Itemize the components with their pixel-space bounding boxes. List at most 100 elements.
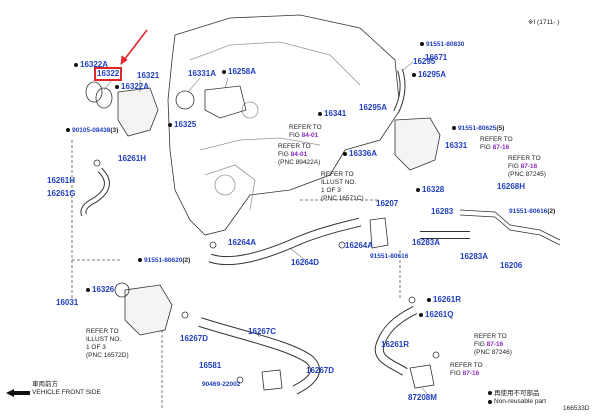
gasket-16331A [175,90,195,110]
thermostat-16322 [95,87,113,109]
label-16283A-a: 16283A [412,238,441,247]
label-16322A-mid: 16322A [115,83,149,91]
fig-link[interactable]: 87-16 [486,341,504,349]
label-16261H-b: 16261H [47,176,76,185]
label-16264A-b: 16264A [345,241,374,250]
label-16295A-top: 16295A [412,71,446,79]
label-16261G: 16261G [47,189,76,198]
leader-16322 [103,79,113,91]
label-91551-80625: 91551-80625(5) [452,125,504,133]
outlet-16331-shape [394,117,441,171]
fig-link[interactable]: 87-16 [462,370,480,378]
refer-to-84-01-pnc: REFER TO FIG 84-01 (PNC 89422A) [278,143,321,167]
engine-detail-3 [204,164,256,211]
fig-link[interactable]: 87-16 [520,163,538,171]
nonreuse-dot-icon [168,122,172,127]
leader-16267C [254,331,261,338]
label-16326: 16326 [86,286,114,294]
label-16336A: 16336A [343,150,377,158]
engine-detail-1 [189,41,361,86]
label-90105-08438: 90105-08438(3) [66,127,118,135]
label-16267D-a: 16267D [180,334,209,343]
engine-block-outline [167,14,401,236]
refer-to-87-16-a: REFER TO FIG 87-16 [480,136,513,152]
label-16341: 16341 [318,110,346,118]
label-16206: 16206 [500,261,523,270]
vehicle-front-legend: 車両前方 VEHICLE FRONT SIDE [32,381,101,397]
pipe-16206-shape-2 [459,214,561,246]
label-16322: 16322 [93,67,123,81]
fig-link[interactable]: 84-01 [290,151,308,159]
refer-to-87-16-b: REFER TO FIG 87-16 [450,362,483,378]
front-arrow-icon [6,389,30,397]
clamp-1 [93,159,101,167]
fig-link[interactable]: 84-01 [301,132,319,140]
clamp-7 [236,376,244,384]
nonreuse-legend: 再使用不可部品 Non-reusable part [488,390,546,407]
label-16325: 16325 [168,121,196,129]
hose-16267C-inner [198,318,319,394]
nonreuse-dot-icon [74,62,78,67]
nonreuse-dot-icon [412,72,416,77]
engine-detail-2 [199,137,321,151]
label-16321: 16321 [137,71,160,80]
refer-to-illust-16571C: REFER TO ILLUST NO. 1 OF 3 (PNC 16571C) [321,171,364,203]
nonreuse-dot-icon [222,69,226,74]
label-16261R-b: 16261R [381,340,410,349]
label-16295A-mid: 16295A [359,103,388,112]
label-91551-80616-center: 91551-80616 [370,253,409,260]
housing-16321-shape [117,87,159,137]
header-code: ※I (1711- ) [528,19,560,26]
fig-link[interactable]: 87-16 [492,144,510,152]
valve-87208M-shape [409,364,435,389]
gasket-16322A [85,81,103,103]
label-16322A-top: 16322A [74,61,108,69]
clamp-5 [408,296,416,304]
leader-16258A [224,77,229,89]
leader-16295 [402,61,414,71]
hose-16295-inner [394,69,405,113]
nonreuse-dot-icon [66,128,70,133]
label-16283: 16283 [431,207,454,216]
label-16267D-b: 16267D [306,366,335,375]
hose-16261Q-inner [375,306,417,375]
label-16207: 16207 [376,199,399,208]
label-16581: 16581 [199,361,222,370]
nonreuse-dot-icon [452,126,456,131]
nonreuse-dot-icon [427,297,431,302]
refer-to-87-16-pnc87246: REFER TO FIG 87-16 (PNC 87246) [474,333,512,357]
label-16268H: 16268H [497,182,526,191]
label-16671: 16671 [425,53,448,62]
label-87208M: 87208M [408,393,437,402]
nonreuse-dot-icon [416,187,420,192]
nonreuse-dot-icon [343,151,347,156]
label-16031: 16031 [56,298,79,307]
bracket-16207-shape [369,217,389,249]
leader-87208M [421,387,429,396]
refer-to-87-16-pnc87245: REFER TO FIG 87-16 (PNC 87245) [508,155,546,179]
housing-16258A-shape [204,85,247,119]
leader-16331A [187,77,201,93]
leader-16264D [289,247,306,261]
nonreuse-dot-icon [420,42,424,47]
label-16331: 16331 [445,141,468,150]
nonreuse-dot-icon [138,258,142,263]
engine-bore-2 [241,101,259,119]
label-16283A-b: 16283A [460,252,489,261]
clamp-4 [181,311,189,319]
pipe-16206-shape [459,209,561,241]
nonreuse-dot-icon [488,399,492,404]
label-16267C: 16267C [248,327,277,336]
label-16264A-a: 16264A [228,238,257,247]
label-16331A: 16331A [188,69,217,78]
label-16261Q: 16261Q [419,311,453,319]
nonreuse-dot-icon [86,287,90,292]
clip-90469-shape [261,369,283,391]
hose-16261H-inner [81,168,109,216]
label-16258A: 16258A [222,68,256,76]
housing-16031-shape [124,284,173,336]
hose-16264D-inner [208,218,362,265]
refer-to-84-01: REFER TO FIG 84-01 [289,124,322,140]
